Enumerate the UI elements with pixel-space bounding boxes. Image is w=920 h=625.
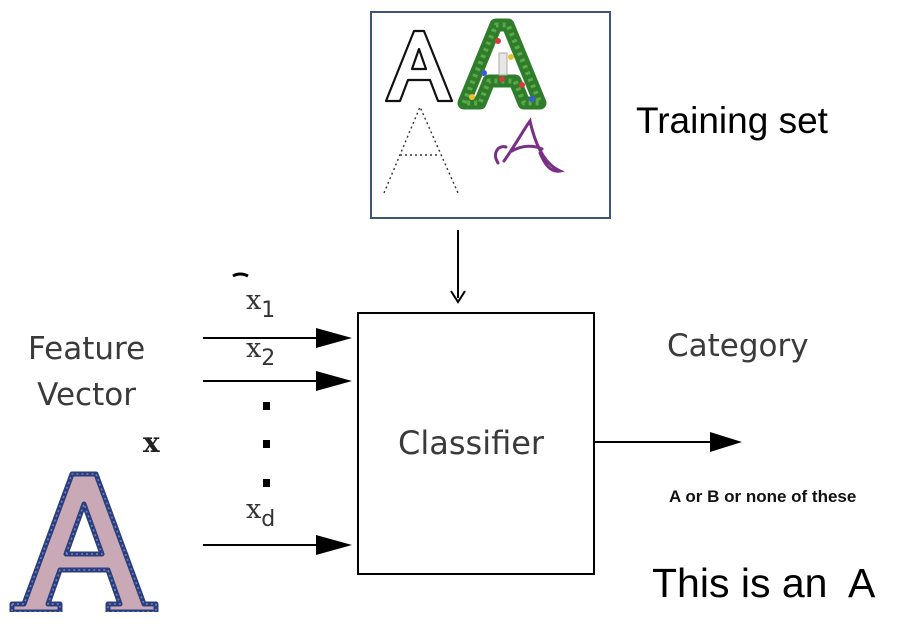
training-set-box	[370, 11, 611, 219]
category-label: Category	[667, 328, 809, 364]
feature-xd-sub: d	[261, 507, 276, 532]
feature-xd-base: x	[246, 494, 262, 525]
ellipsis-dot	[263, 479, 270, 487]
feature-x2-base: x	[246, 333, 262, 364]
category-options: A or B or none of these	[669, 487, 857, 506]
script-a-icon	[494, 117, 565, 173]
feature-x1: x1	[246, 285, 275, 323]
classification-result: This is an A	[652, 560, 875, 607]
vector-symbol: x	[143, 426, 160, 459]
christmas-wreath-a-icon	[457, 18, 547, 110]
ellipsis-dot	[263, 402, 270, 410]
feature-xd: xd	[246, 494, 275, 532]
feature-arrow-head-xd	[316, 535, 352, 555]
training-samples	[383, 18, 565, 194]
classifier-label: Classifier	[398, 424, 545, 462]
feature-arrow-head-x1	[316, 328, 352, 348]
feature-label-line2: Vector	[37, 377, 136, 413]
training-arrow-head	[450, 290, 466, 304]
input-sample-a-icon	[9, 471, 159, 612]
feature-x2: x2	[246, 333, 275, 371]
feature-arrow-head-x2	[316, 371, 352, 391]
feature-x1-sub: 1	[261, 298, 276, 323]
output-arrow-head	[710, 432, 742, 452]
feature-x2-sub: 2	[261, 346, 276, 371]
result-text: This is an A	[652, 560, 876, 606]
ellipsis-dot	[263, 440, 270, 448]
feature-label-line1: Feature	[28, 331, 146, 367]
vector-bar-mark	[232, 272, 249, 278]
feature-vector-label: Feature Vector	[28, 326, 145, 418]
feature-x1-base: x	[246, 285, 262, 316]
outlined-a-icon	[384, 29, 454, 103]
classifier-box	[357, 312, 595, 575]
training-set-label: Training set	[636, 100, 828, 141]
dotted-a-icon	[383, 105, 459, 194]
